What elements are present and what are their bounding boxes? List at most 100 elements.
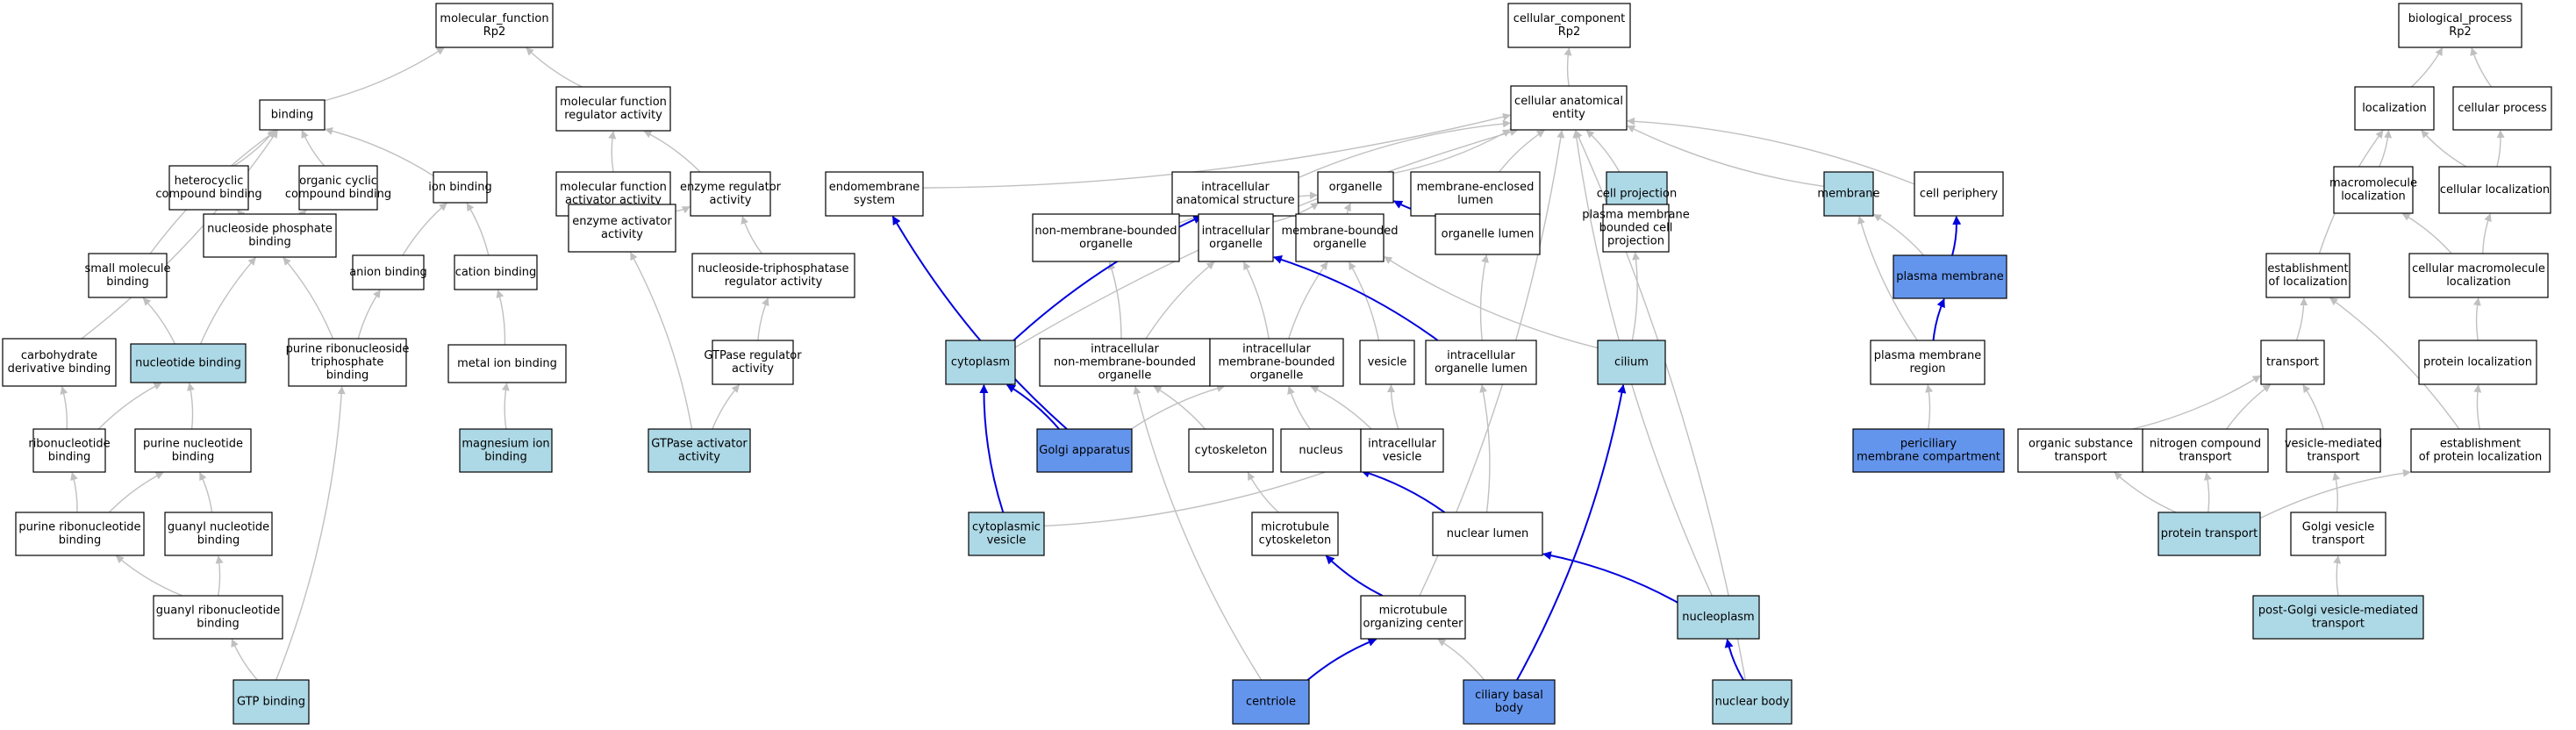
node-nucleus[interactable]: nucleus	[1280, 428, 1362, 473]
node-nucleoplasm[interactable]: nucleoplasm	[1677, 595, 1760, 640]
node-anion[interactable]: anion binding	[349, 254, 427, 290]
node-label: binding	[106, 276, 148, 289]
node-cilium[interactable]: cilium	[1597, 340, 1666, 385]
node-cell_periph[interactable]: cell periphery	[1914, 171, 2004, 217]
node-localization[interactable]: localization	[2354, 86, 2435, 131]
node-label: localization	[2446, 276, 2511, 289]
node-box	[825, 171, 924, 217]
node-cation[interactable]: cation binding	[454, 254, 538, 290]
node-label: centriole	[1246, 696, 1296, 709]
node-label: organelle	[1329, 181, 1383, 194]
node-box	[1425, 340, 1537, 385]
node-protein_trans[interactable]: protein transport	[2157, 512, 2261, 556]
node-golgi[interactable]: Golgi apparatus	[1036, 428, 1133, 473]
node-label: intracellular	[1201, 181, 1270, 194]
node-centriole[interactable]: centriole	[1232, 679, 1310, 725]
node-intra_nonmem[interactable]: intracellularnon-membrane-boundedorganel…	[1039, 338, 1211, 387]
edge-intra_nonmem-to-non_mem_org	[1107, 261, 1122, 340]
node-box	[1295, 213, 1385, 262]
node-cell_process[interactable]: cellular process	[2452, 86, 2552, 131]
node-nuc_lumen[interactable]: nuclear lumen	[1432, 512, 1543, 556]
node-box	[2290, 512, 2386, 556]
edge-protein_trans-to-est_prot_loc	[2259, 469, 2411, 519]
node-box	[1036, 428, 1133, 473]
node-transport[interactable]: transport	[2260, 340, 2325, 385]
edge-nuc_body-to-nucleoplasm	[1724, 638, 1744, 681]
node-metal[interactable]: metal ion binding	[447, 344, 567, 383]
node-binding[interactable]: binding	[259, 99, 326, 131]
node-label: of protein localization	[2419, 451, 2543, 464]
node-cytoskeleton[interactable]: cytoskeleton	[1188, 428, 1274, 473]
node-label: guanyl nucleotide	[168, 521, 269, 534]
node-cell_loc[interactable]: cellular localization	[2438, 166, 2551, 214]
edge-enz_act-to-enz_reg	[675, 206, 691, 214]
node-box	[1039, 338, 1211, 387]
node-ion_binding[interactable]: ion binding	[428, 171, 492, 204]
node-cytoplasm[interactable]: cytoplasm	[945, 340, 1016, 385]
node-organelle[interactable]: organelle	[1317, 171, 1394, 204]
node-gtp[interactable]: GTP binding	[233, 679, 310, 725]
node-label: nuclear lumen	[1447, 527, 1528, 540]
node-box	[1171, 171, 1299, 217]
node-box	[1360, 428, 1444, 473]
edge-nuc_phos-to-hetero	[237, 209, 246, 218]
edge-enz_reg-to-mf_reg	[643, 130, 701, 173]
node-nucleotide[interactable]: nucleotide binding	[130, 343, 247, 383]
node-vesicle[interactable]: vesicle	[1359, 340, 1415, 385]
node-nuc_body[interactable]: nuclear body	[1712, 679, 1792, 725]
node-protein_loc[interactable]: protein localization	[2418, 340, 2537, 385]
node-pm[interactable]: plasma membrane	[1893, 254, 2007, 299]
node-label: organic substance	[2029, 438, 2133, 451]
node-box	[1188, 428, 1274, 473]
node-org_lumen[interactable]: organelle lumen	[1435, 213, 1541, 255]
node-membrane[interactable]: membrane	[1817, 171, 1880, 217]
